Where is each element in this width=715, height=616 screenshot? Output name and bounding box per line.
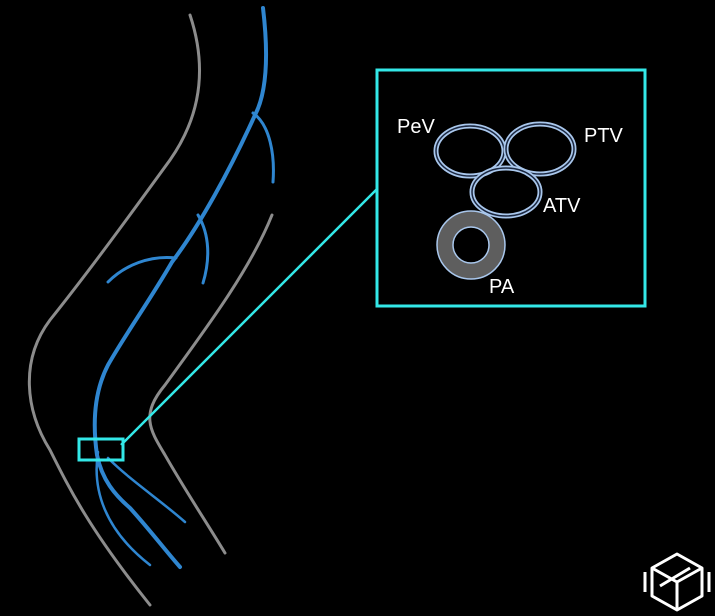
vessel-pa [436, 210, 506, 280]
label-atv: ATV [543, 195, 581, 217]
cross-section-inset: PeV PTV ATV PA [375, 68, 647, 308]
limb-outline-right [148, 213, 274, 555]
vein-branch-lower-2 [106, 456, 187, 524]
limb-outline-left [27, 13, 202, 607]
inset-border [375, 68, 647, 308]
vein-tree [92, 6, 275, 569]
zoom-region-box [77, 437, 125, 462]
cube-logo-icon [643, 552, 711, 612]
vessel-ptv [503, 121, 577, 177]
label-ptv: PTV [584, 125, 624, 147]
vein-branch-mid-right [196, 213, 210, 285]
limb-outline [27, 13, 274, 607]
vein-branch-mid-left [106, 255, 178, 284]
zoom-connector-line [120, 187, 379, 446]
label-pev: PeV [397, 116, 435, 138]
label-pa: PA [489, 276, 515, 298]
vessel-atv [469, 165, 543, 219]
vein-branch-upper [251, 111, 275, 184]
vein-branch-lower-1 [95, 450, 152, 567]
